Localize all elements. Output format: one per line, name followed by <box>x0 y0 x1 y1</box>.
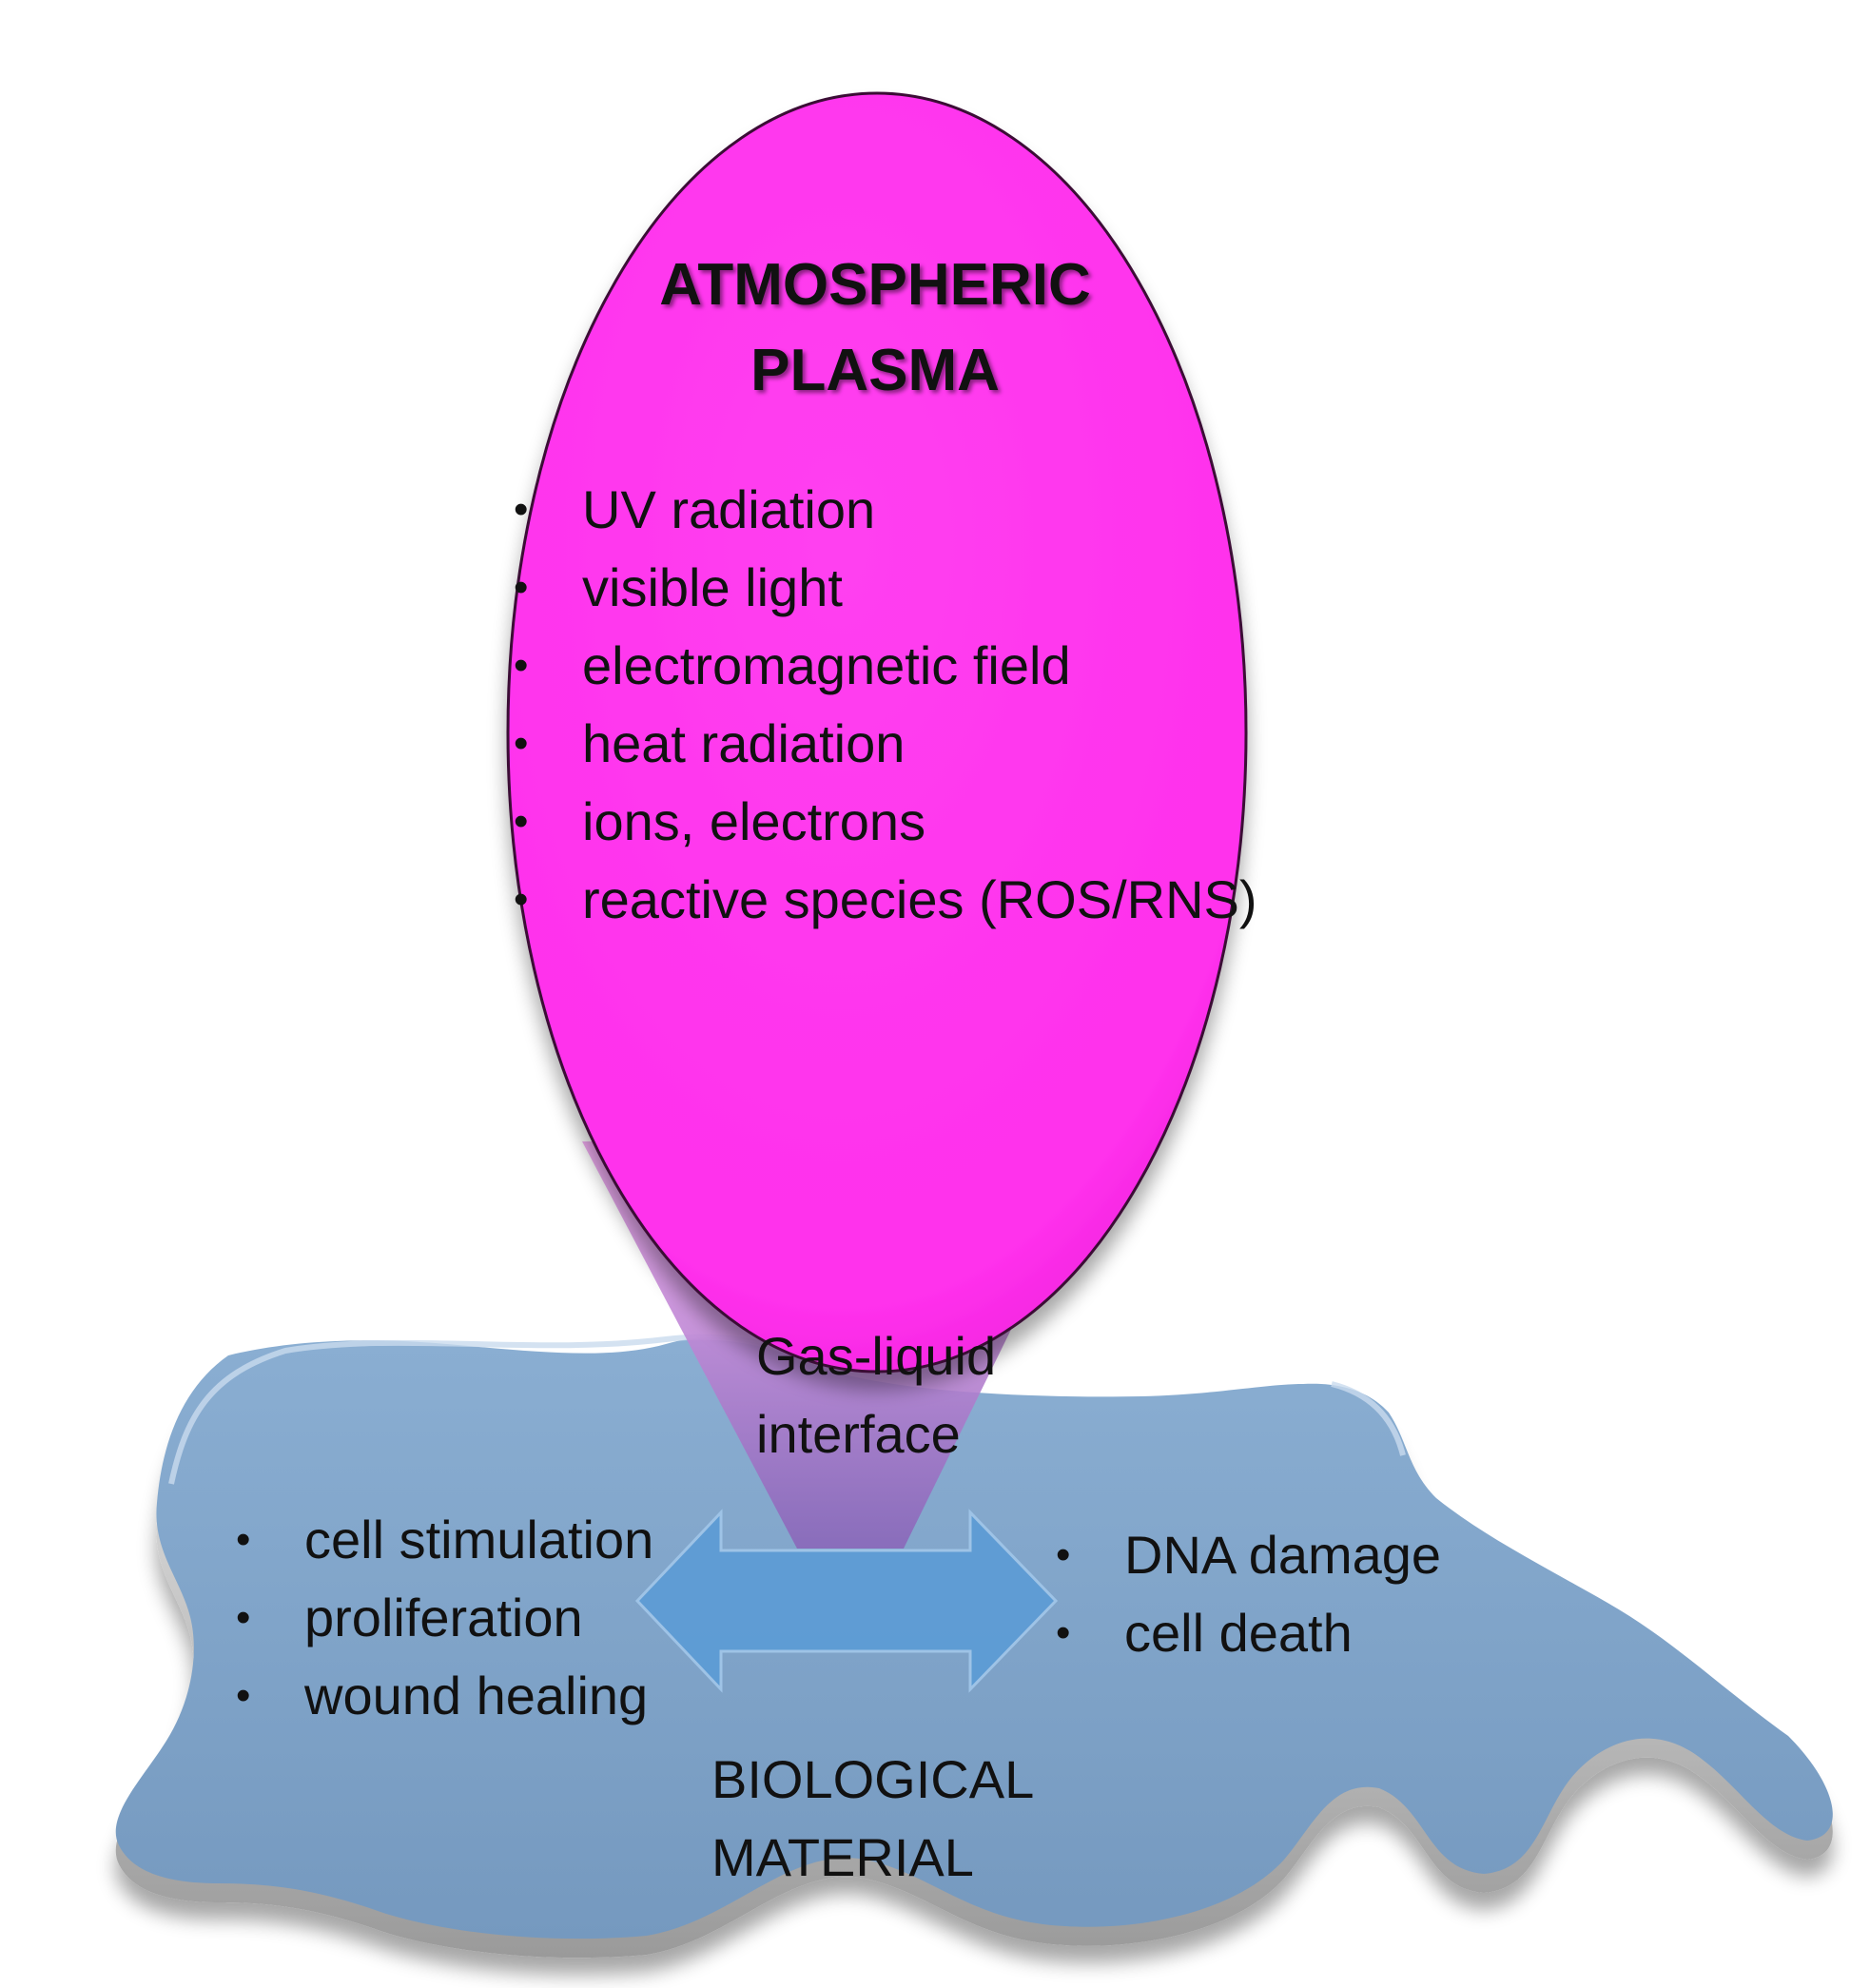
list-item: wound healing <box>236 1657 653 1735</box>
material-line1: BIOLOGICAL <box>711 1749 1035 1809</box>
plasma-title-line2: PLASMA <box>750 337 1000 403</box>
list-item: ions, electrons <box>514 783 1257 861</box>
gas-liquid-interface-label: Gas-liquid interface <box>756 1317 996 1473</box>
list-item: cell death <box>1056 1594 1441 1672</box>
biological-material-label: BIOLOGICAL MATERIAL <box>711 1741 1034 1897</box>
harmful-effects-list: DNA damage cell death <box>1056 1516 1441 1672</box>
list-item: cell stimulation <box>236 1501 653 1579</box>
list-item: proliferation <box>236 1579 653 1657</box>
interface-line1: Gas-liquid <box>756 1326 997 1386</box>
list-item: reactive species (ROS/RNS) <box>514 861 1257 939</box>
list-item: UV radiation <box>514 471 1257 549</box>
list-item: DNA damage <box>1056 1516 1441 1594</box>
interface-line2: interface <box>756 1404 961 1464</box>
beneficial-effects-list: cell stimulation proliferation wound hea… <box>236 1501 653 1735</box>
material-line2: MATERIAL <box>711 1827 974 1887</box>
plasma-title-line1: ATMOSPHERIC <box>659 252 1091 318</box>
list-item: electromagnetic field <box>514 627 1257 705</box>
plasma-title: ATMOSPHERIC PLASMA <box>590 243 1160 414</box>
list-item: heat radiation <box>514 705 1257 783</box>
plasma-components-list: UV radiation visible light electromagnet… <box>514 471 1257 939</box>
list-item: visible light <box>514 549 1257 627</box>
